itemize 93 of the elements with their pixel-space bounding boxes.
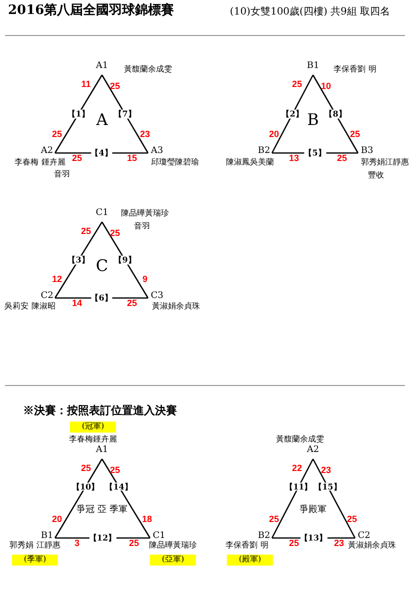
- score: 25: [52, 130, 62, 140]
- connector-line: [271, 458, 314, 538]
- score: 22: [292, 464, 302, 474]
- team-name: 李保香劉 明: [334, 66, 376, 74]
- group-label: 爭冠 亞 季軍: [76, 506, 128, 516]
- vertex-label: C2: [40, 292, 54, 302]
- score: 23: [140, 130, 150, 140]
- match-number: 【4】: [90, 148, 112, 158]
- score: 25: [110, 82, 120, 92]
- score: 23: [334, 539, 344, 549]
- highlighted-label: (冠軍): [70, 422, 116, 432]
- connector-line: [101, 458, 151, 538]
- event-info: (10)女雙100歲(四樓) 共9組 取四名: [230, 6, 390, 18]
- score: 25: [269, 515, 279, 525]
- team-name: 李春梅鍾卉麗: [69, 436, 117, 444]
- connector-line: [54, 74, 103, 154]
- match-number: 【12】: [88, 534, 116, 542]
- connector-line: [101, 222, 149, 298]
- vertex-label: B1: [306, 62, 320, 72]
- team-name: 音羽: [54, 170, 70, 180]
- match-number: 【5】: [304, 148, 326, 158]
- score: 20: [269, 130, 279, 140]
- score: 25: [292, 80, 302, 90]
- team-name: 黃馥蘭余成雯: [276, 436, 324, 444]
- team-name: 陳品曄黃瑞珍: [121, 210, 169, 218]
- match-number: 【6】: [90, 294, 112, 302]
- team-name: 陳品曄黃瑞珍: [149, 542, 197, 550]
- score: 20: [52, 515, 62, 525]
- score: 23: [321, 466, 331, 476]
- score: 10: [321, 82, 331, 92]
- score: 25: [81, 464, 91, 474]
- team-name: 邱瓊瑩陳碧瑜: [151, 158, 199, 168]
- score: 25: [110, 229, 120, 239]
- group-label: 爭殿軍: [300, 506, 326, 516]
- highlighted-label: (殿軍): [226, 554, 274, 566]
- score: 18: [142, 515, 152, 525]
- connector-line: [54, 222, 103, 298]
- score: 15: [127, 154, 137, 164]
- score: 14: [72, 299, 82, 309]
- score: 25: [350, 130, 360, 140]
- connector-line: [312, 74, 359, 154]
- team-name: 李春梅 鍾卉麗: [14, 158, 66, 168]
- connector-line: [272, 152, 358, 154]
- team-name: 音羽: [134, 222, 150, 232]
- team-name: 李保香劉 明: [226, 542, 268, 550]
- connector-line: [55, 297, 148, 299]
- group-label: A: [96, 111, 108, 130]
- vertex-label: A2: [40, 147, 54, 157]
- score: 25: [337, 154, 347, 164]
- team-name: 陳淑鳳吳美蘭: [226, 158, 274, 168]
- score: 11: [81, 80, 91, 90]
- team-name: 黃淑娟余貞珠: [348, 542, 396, 550]
- team-name: 吳莉安 陳淑昭: [4, 302, 56, 312]
- connector-line: [101, 74, 149, 154]
- score: 25: [129, 539, 139, 549]
- score: 25: [347, 515, 357, 525]
- team-name: 郭秀娟江靜惠: [361, 158, 409, 168]
- score: 13: [289, 154, 299, 164]
- score: 3: [74, 539, 80, 549]
- vertex-label: C1: [152, 532, 166, 542]
- score: 25: [110, 466, 120, 476]
- group-label: C: [96, 257, 108, 275]
- team-name: 郭秀娟 江靜惠: [10, 542, 60, 550]
- vertex-label: B2: [258, 532, 270, 542]
- highlighted-label: (亞軍): [150, 554, 196, 566]
- vertex-label: A1: [96, 446, 108, 456]
- score: 25: [81, 227, 91, 237]
- vertex-label: C2: [358, 532, 370, 542]
- vertex-label: B2: [258, 147, 270, 157]
- vertex-label: A2: [306, 446, 320, 456]
- score: 25: [127, 299, 137, 309]
- vertex-label: C1: [96, 209, 108, 219]
- team-name: 黃馥蘭余成雯: [124, 66, 172, 74]
- vertex-label: A3: [150, 147, 164, 157]
- vertex-label: B3: [360, 147, 374, 157]
- team-name: 豐收: [368, 172, 384, 180]
- score: 9: [142, 275, 148, 285]
- team-name: 黃淑娟余貞珠: [152, 302, 200, 312]
- vertex-label: C3: [150, 292, 164, 302]
- highlighted-label: (季軍): [12, 554, 58, 566]
- score: 25: [289, 539, 299, 549]
- vertex-label: B1: [40, 532, 54, 542]
- group-label: B: [307, 111, 319, 130]
- score: 12: [52, 275, 62, 285]
- score: 25: [72, 154, 82, 164]
- match-number: 【13】: [300, 534, 328, 542]
- title: 2016第八屆全國羽球錦標賽: [8, 4, 174, 18]
- connector-line: [54, 458, 103, 538]
- connector-line: [312, 458, 356, 538]
- section-heading: ※決賽：按照表訂位置進入決賽: [23, 404, 177, 418]
- connector-line: [271, 74, 314, 154]
- connector-line: [55, 152, 148, 154]
- vertex-label: A1: [96, 62, 108, 72]
